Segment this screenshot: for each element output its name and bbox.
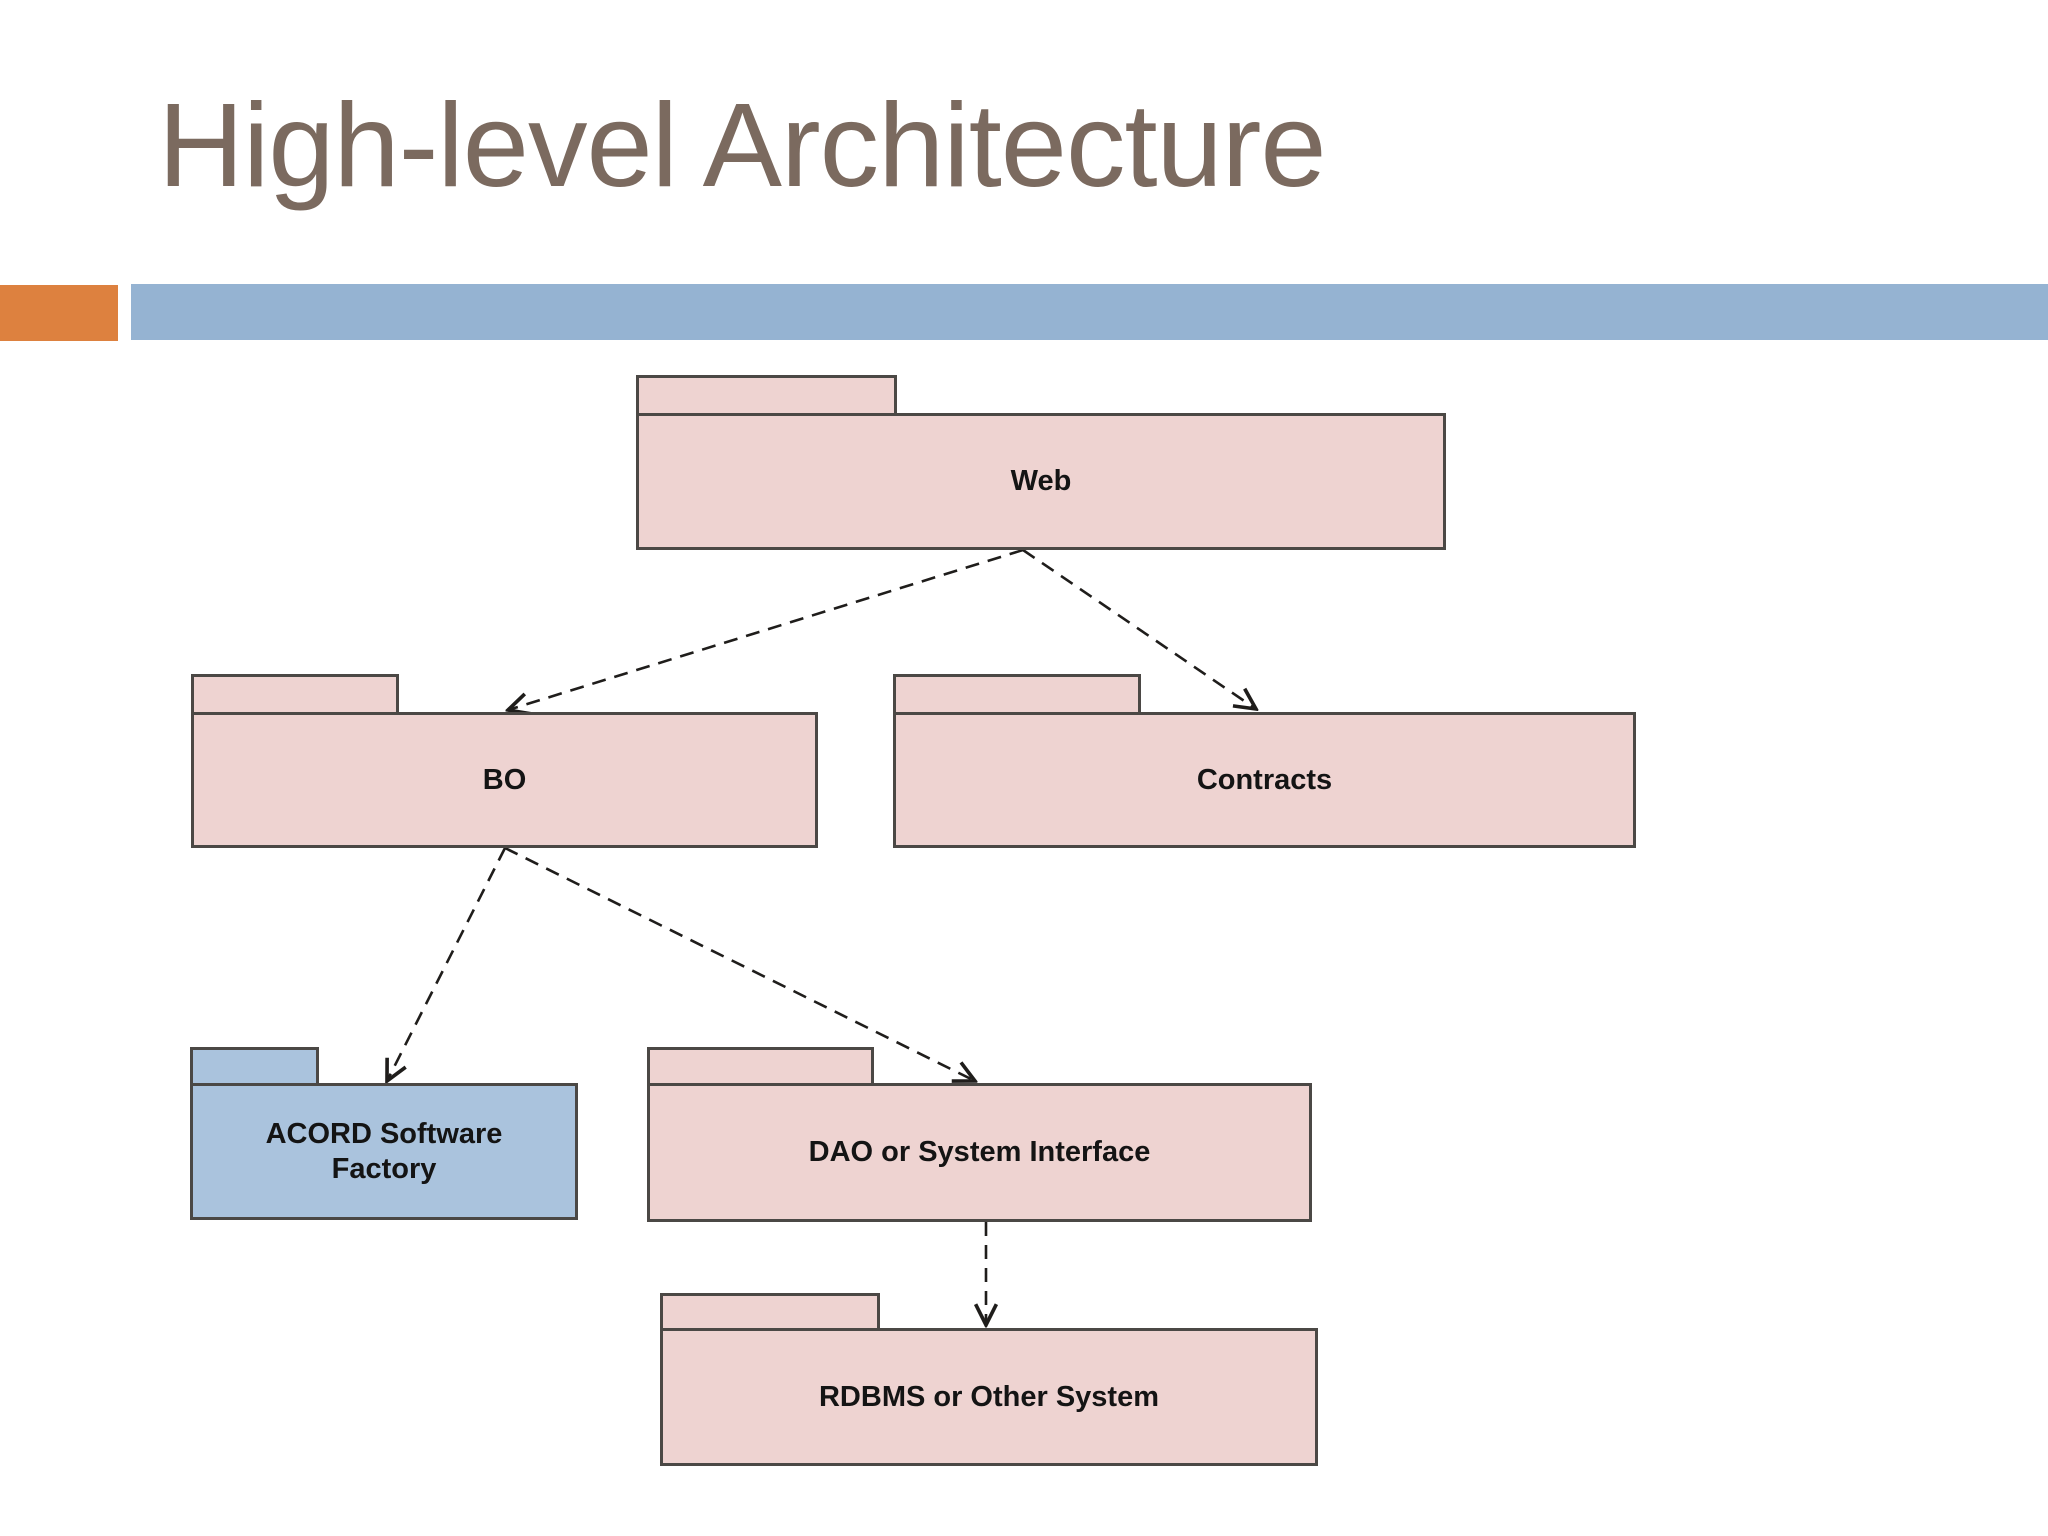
package-web-body: Web xyxy=(636,413,1446,550)
package-web-tab xyxy=(636,375,897,413)
slide-title: High-level Architecture xyxy=(158,79,1327,212)
package-contracts-label: Contracts xyxy=(1196,763,1333,796)
package-rdbms-or-other-system-label: RDBMS or Other System xyxy=(818,1380,1159,1413)
package-bo-body: BO xyxy=(191,712,818,848)
accent-divider-bar xyxy=(131,284,2048,340)
package-web: Web xyxy=(636,375,1446,550)
package-rdbms-or-other-system: RDBMS or Other System xyxy=(660,1293,1318,1466)
package-rdbms-or-other-system-body: RDBMS or Other System xyxy=(660,1328,1318,1466)
package-acord-software-factory-tab xyxy=(190,1047,319,1083)
package-bo: BO xyxy=(191,674,818,848)
package-bo-label: BO xyxy=(482,763,527,796)
package-web-label: Web xyxy=(1010,465,1072,497)
package-contracts: Contracts xyxy=(893,674,1636,848)
package-dao-or-system-interface-label: DAO or System Interface xyxy=(808,1136,1151,1168)
package-dao-or-system-interface-body: DAO or System Interface xyxy=(647,1083,1312,1222)
package-bo-tab xyxy=(191,674,399,712)
package-contracts-tab xyxy=(893,674,1141,712)
package-dao-or-system-interface: DAO or System Interface xyxy=(647,1047,1312,1222)
package-acord-software-factory-label: ACORD Software Factory xyxy=(265,1117,503,1185)
accent-orange-block xyxy=(0,285,118,341)
package-dao-or-system-interface-tab xyxy=(647,1047,874,1083)
package-acord-software-factory-body: ACORD Software Factory xyxy=(190,1083,578,1220)
package-contracts-body: Contracts xyxy=(893,712,1636,848)
package-acord-software-factory: ACORD Software Factory xyxy=(190,1047,578,1220)
package-rdbms-or-other-system-tab xyxy=(660,1293,880,1328)
